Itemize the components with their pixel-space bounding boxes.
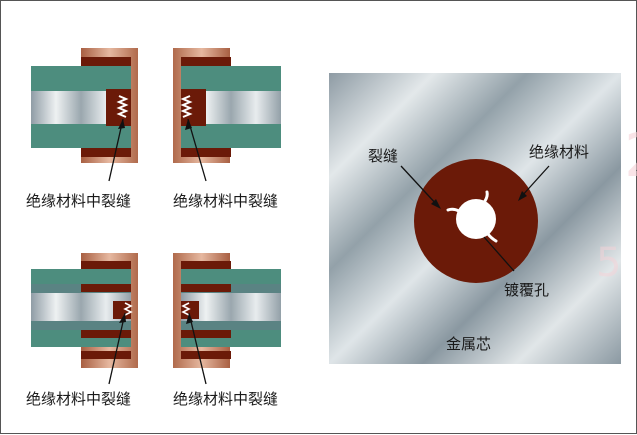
- label-crack: 裂缝: [368, 147, 398, 165]
- label-crack-4: 绝缘材料中裂缝: [173, 390, 278, 408]
- cross-section-3: [31, 253, 138, 385]
- watermark-2: 5: [596, 240, 621, 286]
- metal-core-plan-view: [329, 73, 621, 364]
- label-plated-hole: 镀覆孔: [504, 281, 549, 299]
- cross-section-1: [31, 48, 138, 182]
- label-crack-2: 绝缘材料中裂缝: [173, 192, 278, 210]
- label-insulation: 绝缘材料: [529, 143, 589, 161]
- cross-section-4: [173, 253, 281, 385]
- label-crack-3: 绝缘材料中裂缝: [26, 390, 131, 408]
- label-crack-1: 绝缘材料中裂缝: [26, 192, 131, 210]
- label-metal-core: 金属芯: [446, 335, 491, 353]
- cross-section-2: [173, 48, 281, 182]
